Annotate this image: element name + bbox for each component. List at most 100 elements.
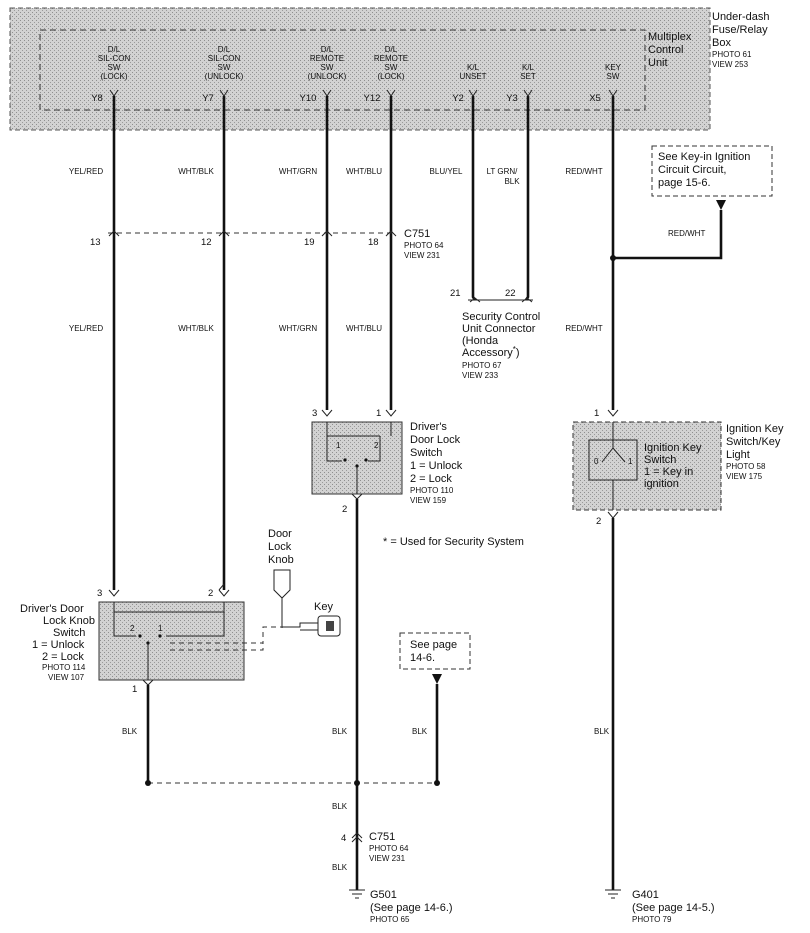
svg-text:Light: Light	[726, 449, 750, 461]
svg-text:D/L: D/L	[108, 45, 121, 54]
svg-text:Y12: Y12	[364, 93, 381, 104]
svg-text:WHT/BLK: WHT/BLK	[178, 324, 214, 333]
svg-text:See Key-in Ignition: See Key-in Ignition	[658, 151, 750, 163]
connector-c751-top: 13 12 19 18 C751 PHOTO 64 VIEW 231	[90, 228, 444, 260]
svg-text:2: 2	[130, 624, 135, 633]
wire-lt-grn-blk	[524, 96, 530, 301]
svg-text:18: 18	[368, 237, 379, 248]
svg-text:1 = Unlock: 1 = Unlock	[32, 639, 85, 651]
svg-text:4: 4	[341, 833, 346, 844]
svg-text:page 15-6.: page 15-6.	[658, 177, 711, 189]
security-control-unit-connector: 21 22 Security Control Unit Connector (H…	[450, 288, 540, 380]
svg-text:12: 12	[201, 237, 212, 248]
svg-text:(UNLOCK): (UNLOCK)	[205, 72, 244, 81]
svg-text:Lock Knob: Lock Knob	[43, 615, 95, 627]
svg-text:Box: Box	[712, 37, 731, 49]
svg-text:Door Lock: Door Lock	[410, 434, 461, 446]
svg-text:BLK: BLK	[332, 802, 348, 811]
svg-text:Y7: Y7	[202, 93, 214, 104]
drivers-door-lock-knob-switch: 3 2 2 1 1 Driver's Door Lock Knob Switch…	[20, 583, 282, 695]
svg-text:C751: C751	[369, 831, 395, 843]
svg-text:PHOTO 61: PHOTO 61	[712, 50, 752, 59]
svg-text:D/L: D/L	[218, 45, 231, 54]
svg-text:2: 2	[342, 504, 347, 515]
svg-text:1: 1	[336, 441, 341, 450]
svg-text:2 = Lock: 2 = Lock	[42, 651, 84, 663]
svg-text:1: 1	[594, 408, 599, 419]
svg-text:SET: SET	[520, 72, 536, 81]
terminal-y2: K/L UNSET Y2	[452, 63, 486, 104]
svg-text:(Honda: (Honda	[462, 335, 499, 347]
svg-text:BLU/YEL: BLU/YEL	[430, 167, 463, 176]
svg-text:Fuse/Relay: Fuse/Relay	[712, 24, 768, 36]
svg-text:YEL/RED: YEL/RED	[69, 167, 103, 176]
svg-text:PHOTO 110: PHOTO 110	[410, 486, 454, 495]
ground-wires: BLK BLK BLK BLK BLK BLK	[122, 499, 615, 890]
svg-text:Driver's: Driver's	[410, 421, 447, 433]
svg-text:Y10: Y10	[300, 93, 317, 104]
svg-text:VIEW 159: VIEW 159	[410, 496, 447, 505]
svg-text:VIEW 231: VIEW 231	[369, 854, 406, 863]
svg-text:VIEW 107: VIEW 107	[48, 673, 85, 682]
svg-text:K/L: K/L	[522, 63, 535, 72]
svg-text:BLK: BLK	[504, 177, 520, 186]
svg-text:UNSET: UNSET	[459, 72, 486, 81]
svg-text:13: 13	[90, 237, 101, 248]
svg-text:1 = Unlock: 1 = Unlock	[410, 460, 463, 472]
svg-text:D/L: D/L	[385, 45, 398, 54]
wire-red-wht-keysw	[611, 96, 723, 410]
svg-text:Multiplex: Multiplex	[648, 31, 692, 43]
svg-text:Y2: Y2	[452, 93, 464, 104]
svg-text:0: 0	[594, 457, 599, 466]
door-lock-knob: Door Lock Knob	[268, 528, 294, 628]
svg-text:Under-dash: Under-dash	[712, 11, 769, 23]
svg-text:PHOTO 79: PHOTO 79	[632, 915, 672, 924]
svg-text:Switch/Key: Switch/Key	[726, 436, 781, 448]
svg-text:14-6.: 14-6.	[410, 652, 435, 664]
svg-text:LT GRN/: LT GRN/	[487, 167, 519, 176]
svg-text:3: 3	[312, 408, 317, 419]
svg-text:BLK: BLK	[412, 727, 428, 736]
svg-text:SIL-CON: SIL-CON	[98, 54, 131, 63]
ground-g501: G501 (See page 14-6.) PHOTO 65	[349, 889, 453, 924]
svg-text:2: 2	[208, 588, 213, 599]
terminal-x5: KEY SW X5	[589, 63, 621, 104]
svg-text:YEL/RED: YEL/RED	[69, 324, 103, 333]
svg-text:3: 3	[97, 588, 102, 599]
svg-text:K/L: K/L	[467, 63, 480, 72]
svg-text:G501: G501	[370, 889, 397, 901]
svg-text:* = Used for Security System: * = Used for Security System	[383, 536, 524, 548]
svg-text:WHT/BLU: WHT/BLU	[346, 324, 382, 333]
svg-text:RED/WHT: RED/WHT	[668, 229, 705, 238]
svg-text:WHT/GRN: WHT/GRN	[279, 324, 317, 333]
svg-text:Y3: Y3	[506, 93, 518, 104]
terminal-y10: D/L REMOTE SW (UNLOCK) Y10	[300, 45, 347, 104]
terminal-y12: D/L REMOTE SW (LOCK) Y12	[364, 45, 409, 104]
svg-text:(See page 14-6.): (See page 14-6.)	[370, 902, 453, 914]
svg-text:Unit Connector: Unit Connector	[462, 323, 536, 335]
terminal-y8: D/L SIL-CON SW (LOCK) Y8	[91, 45, 130, 104]
wire-labels-mid: YEL/RED WHT/BLK WHT/GRN WHT/BLU RED/WHT	[69, 324, 603, 333]
key-icon: Key	[282, 601, 341, 637]
svg-text:Switch: Switch	[53, 627, 85, 639]
see-page-14-6-note: See page 14-6.	[399, 632, 471, 783]
svg-text:2: 2	[596, 516, 601, 527]
box-title: Under-dash Fuse/Relay Box PHOTO 61 VIEW …	[712, 11, 769, 69]
svg-text:VIEW 175: VIEW 175	[726, 472, 763, 481]
svg-text:KEY: KEY	[605, 63, 622, 72]
svg-text:VIEW 253: VIEW 253	[712, 60, 749, 69]
svg-text:VIEW 231: VIEW 231	[404, 251, 441, 260]
svg-text:WHT/GRN: WHT/GRN	[279, 167, 317, 176]
ignition-key-switch: 1 0 1 Ignition Key Switch 1 = Key in ign…	[572, 408, 784, 527]
wire-labels-top: YEL/RED WHT/BLK WHT/GRN WHT/BLU BLU/YEL …	[69, 167, 603, 186]
svg-text:REMOTE: REMOTE	[310, 54, 344, 63]
svg-text:(LOCK): (LOCK)	[377, 72, 404, 81]
svg-text:REMOTE: REMOTE	[374, 54, 408, 63]
svg-text:PHOTO 114: PHOTO 114	[42, 663, 86, 672]
svg-text:Switch: Switch	[410, 447, 442, 459]
svg-text:21: 21	[450, 288, 461, 299]
svg-text:(See page 14-5.): (See page 14-5.)	[632, 902, 715, 914]
svg-text:1: 1	[628, 457, 633, 466]
svg-text:Knob: Knob	[268, 554, 294, 566]
